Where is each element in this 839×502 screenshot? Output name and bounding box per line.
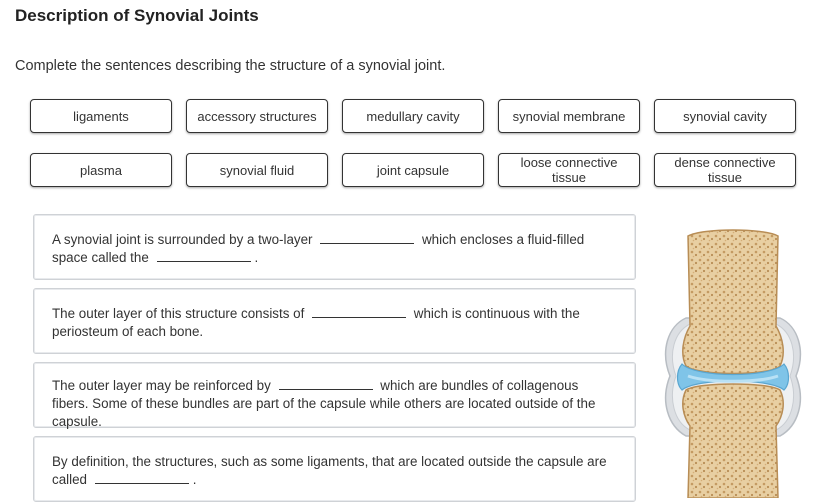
answer-blank[interactable] <box>320 233 415 244</box>
tile-plasma[interactable]: plasma <box>30 153 172 187</box>
tile-dense-connective-tissue[interactable]: dense connective tissue <box>654 153 796 187</box>
answer-blank[interactable] <box>94 473 189 484</box>
sentence-text: A synovial joint is surrounded by a two-… <box>52 232 313 247</box>
sentence-text: . <box>254 250 259 265</box>
sentence-text: which are bundles of collagenous fibers.… <box>52 378 596 429</box>
sentence-box-2: The outer layer of this structure consis… <box>33 288 636 354</box>
sentence-text: which is continuous with the periosteum … <box>52 306 580 339</box>
sentence-text: . <box>192 472 197 487</box>
answer-blank[interactable] <box>278 379 373 390</box>
sentence-text: The outer layer may be reinforced by <box>52 378 271 393</box>
sentence-box-3: The outer layer may be reinforced by whi… <box>33 362 636 429</box>
synovial-joint-illustration-icon <box>664 229 802 498</box>
sentence-text: By definition, the structures, such as s… <box>52 454 607 487</box>
tile-accessory-structures[interactable]: accessory structures <box>186 99 328 133</box>
tile-medullary-cavity[interactable]: medullary cavity <box>342 99 484 133</box>
sentence-box-4: By definition, the structures, such as s… <box>33 436 636 502</box>
sentence-box-1: A synovial joint is surrounded by a two-… <box>33 214 636 280</box>
answer-blank[interactable] <box>312 307 407 318</box>
page-title: Description of Synovial Joints <box>15 6 259 25</box>
answer-blank[interactable] <box>156 251 251 262</box>
tile-synovial-membrane[interactable]: synovial membrane <box>498 99 640 133</box>
sentence-text: which encloses a fluid-filled space call… <box>52 232 585 265</box>
tile-joint-capsule[interactable]: joint capsule <box>342 153 484 187</box>
sentence-text: The outer layer of this structure consis… <box>52 306 305 321</box>
instructions-text: Complete the sentences describing the st… <box>15 58 446 74</box>
tile-loose-connective-tissue[interactable]: loose connective tissue <box>498 153 640 187</box>
tile-ligaments[interactable]: ligaments <box>30 99 172 133</box>
tile-synovial-fluid[interactable]: synovial fluid <box>186 153 328 187</box>
tile-synovial-cavity[interactable]: synovial cavity <box>654 99 796 133</box>
